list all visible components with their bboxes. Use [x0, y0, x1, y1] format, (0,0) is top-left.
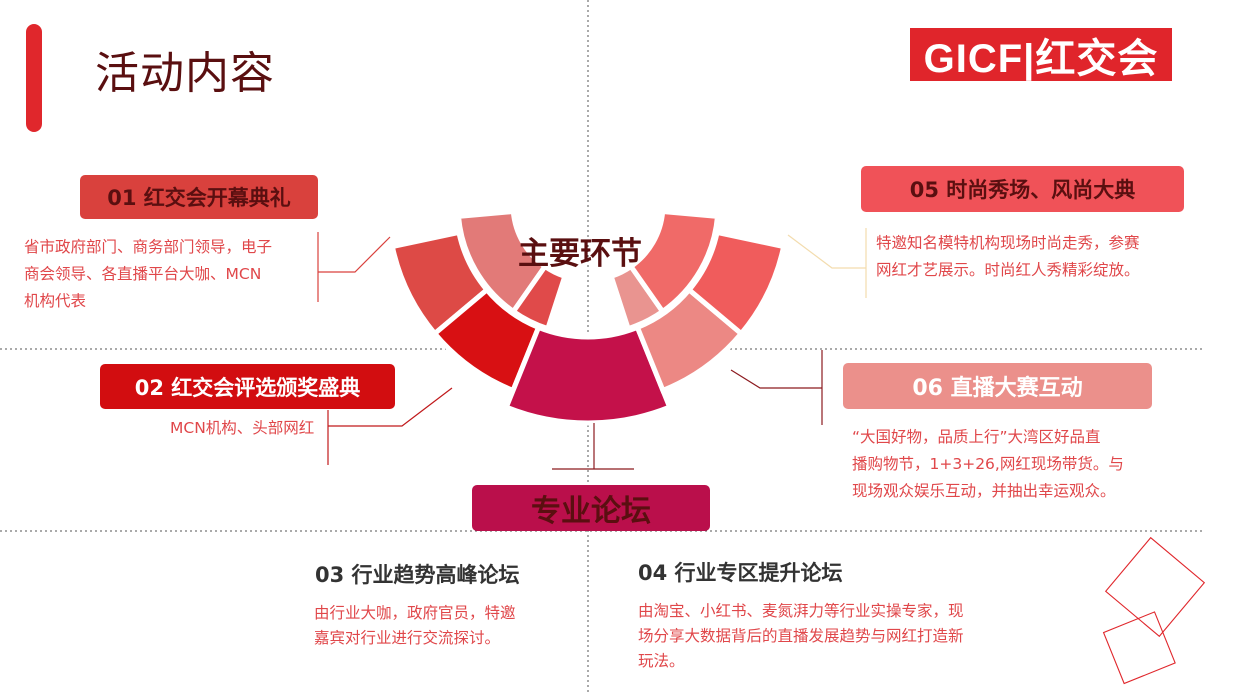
item-06-desc-line: 现场观众娱乐互动，并抽出幸运观众。: [852, 482, 1116, 500]
item-01-title-pill: 01 红交会开幕典礼: [80, 175, 318, 219]
item-03-desc-line: 嘉宾对行业进行交流探讨。: [314, 629, 501, 647]
item-02-title: 02 红交会评选颁奖盛典: [134, 375, 361, 400]
gicf-logo: GICF|红交会: [910, 28, 1172, 81]
item-04-title: 04 行业专区提升论坛: [638, 561, 843, 585]
segment-inner-right: [627, 208, 721, 315]
segment-mid-left: [509, 262, 568, 332]
deco-square-small: [1102, 611, 1176, 685]
item-02-title-pill: 02 红交会评选颁奖盛典: [100, 364, 395, 409]
item-03-desc-line: 由行业大咖，政府官员，特邀: [314, 604, 516, 622]
segment-center: [503, 324, 673, 426]
item-06-title: 06 直播大赛互动: [912, 376, 1083, 401]
item-01-title: 01 红交会开幕典礼: [107, 186, 291, 210]
item-02-description: MCN机构、头部网红: [170, 415, 314, 442]
item-01-description: 省市政府部门、商务部门领导，电子 商会领导、各直播平台大咖、MCN 机构代表: [24, 234, 314, 315]
item-05-title-pill: 05 时尚秀场、风尚大典: [861, 166, 1184, 212]
item-04-desc-line: 由淘宝、小红书、麦氮湃力等行业实操专家，现: [638, 602, 964, 620]
forum-pill: 专业论坛: [472, 485, 710, 531]
item-05-desc-line: 特邀知名模特机构现场时尚走秀，参赛: [876, 234, 1140, 252]
item-05-title: 05 时尚秀场、风尚大典: [909, 178, 1136, 202]
item-01-desc-line: 机构代表: [24, 292, 87, 310]
item-03-title: 03 行业趋势高峰论坛: [315, 563, 520, 587]
connector-02: [328, 387, 453, 427]
item-06-description: “大国好物，品质上行”大湾区好品直 播购物节，1+3+26,网红现场带货。与 现…: [852, 424, 1124, 505]
item-06-title-pill: 06 直播大赛互动: [843, 363, 1152, 409]
item-01-desc-line: 商会领导、各直播平台大咖、MCN: [24, 265, 262, 283]
center-main-label: 主要环节: [518, 236, 642, 272]
item-04-description: 由淘宝、小红书、麦氮湃力等行业实操专家，现 场分享大数据背后的直播发展趋势与网红…: [638, 599, 964, 674]
connector-05: [787, 234, 866, 269]
item-04-desc-line: 玩法。: [638, 652, 685, 670]
item-02-desc-line: MCN机构、头部网红: [170, 419, 315, 437]
page-title: 活动内容: [95, 48, 275, 99]
item-05-description: 特邀知名模特机构现场时尚走秀，参赛 网红才艺展示。时尚红人秀精彩绽放。: [876, 230, 1140, 284]
item-05-desc-line: 网红才艺展示。时尚红人秀精彩绽放。: [876, 261, 1140, 279]
forum-pill-label: 专业论坛: [531, 494, 651, 529]
deco-square-large: [1104, 536, 1206, 638]
item-06-desc-line: 播购物节，1+3+26,网红现场带货。与: [852, 455, 1124, 473]
connector-01: [318, 236, 391, 273]
logo-text: GICF|红交会: [923, 36, 1159, 81]
item-03-description: 由行业大咖，政府官员，特邀 嘉宾对行业进行交流探讨。: [314, 601, 516, 651]
connector-06: [730, 369, 822, 389]
title-accent-bar: [26, 24, 42, 132]
item-06-desc-line: “大国好物，品质上行”大湾区好品直: [852, 428, 1101, 446]
item-01-desc-line: 省市政府部门、商务部门领导，电子: [24, 238, 273, 256]
semicircle-segments: [389, 208, 787, 426]
item-04-desc-line: 场分享大数据背后的直播发展趋势与网红打造新: [638, 627, 964, 645]
